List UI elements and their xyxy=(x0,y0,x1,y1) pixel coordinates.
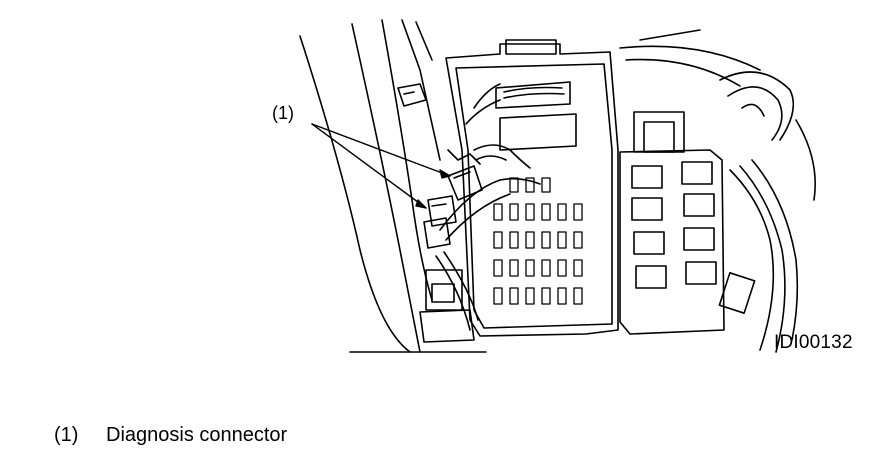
right-harness xyxy=(620,30,815,352)
dash-panel-lines xyxy=(300,20,486,352)
relay-block xyxy=(620,112,724,334)
callout-label: (1) xyxy=(272,103,294,123)
legend-text: Diagnosis connector xyxy=(106,424,288,446)
diagnosis-connector xyxy=(424,166,482,248)
legend-number: (1) xyxy=(54,424,79,446)
callout-leader-lines xyxy=(312,124,450,208)
fuse-box-housing xyxy=(446,40,618,336)
figure-id: IDI00132 xyxy=(774,332,853,353)
legend-item: (1) Diagnosis connector xyxy=(54,425,287,445)
fuse-slot-grid xyxy=(494,178,582,304)
lower-connector xyxy=(420,270,474,342)
wiring-harness xyxy=(436,84,540,330)
